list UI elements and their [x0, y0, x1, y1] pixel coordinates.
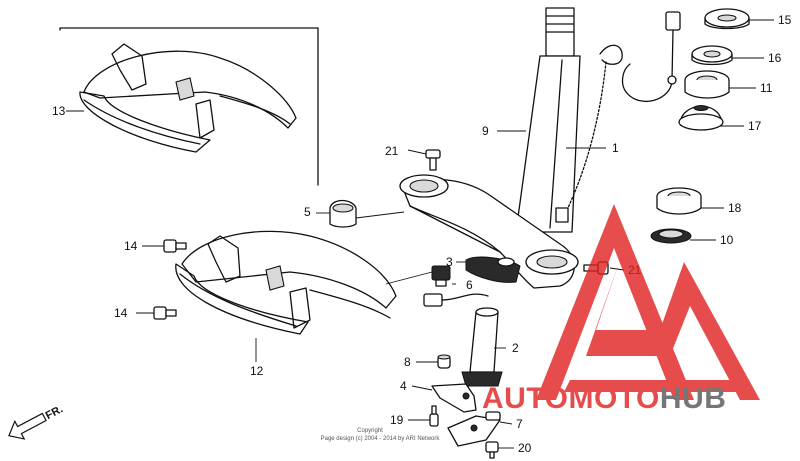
- part-9-stem-shaft: [515, 55, 581, 233]
- callout-21-upper: 21: [385, 144, 399, 158]
- part-13-upper-fender: [59, 27, 319, 186]
- part-17-dust-seal: [678, 105, 724, 131]
- copyright-line-2: Page design (c) 2004 - 2014 by ARI Netwo…: [321, 436, 441, 442]
- callout-11: 11: [760, 81, 773, 95]
- part-5-clamp: [329, 199, 357, 228]
- part-19-bolt: [429, 405, 439, 427]
- callout-5: 5: [304, 205, 311, 219]
- part-10-seal: [650, 228, 692, 244]
- part-20-bolt: [485, 441, 499, 459]
- part-13-bracket-line: [59, 27, 319, 186]
- copyright-line-1: Copyright: [357, 428, 383, 434]
- watermark-base-bar: [564, 380, 746, 392]
- part-18-bearing: [656, 187, 702, 215]
- watermark-word-hub: HUB: [660, 382, 727, 415]
- front-arrow-icon: [8, 412, 47, 440]
- part-6-grommet: [431, 265, 451, 287]
- horn-wire-connector: [665, 11, 681, 31]
- part-12-fender: [175, 230, 397, 335]
- part-1-wire-run: [565, 61, 607, 213]
- part-2-sensor: [423, 293, 503, 387]
- part-15-lock-washer: [704, 8, 750, 30]
- callout-4: 4: [400, 379, 407, 393]
- callout-10: 10: [720, 233, 734, 247]
- part-13-fender-rim: [79, 91, 211, 153]
- watermark-triangle-right: [586, 260, 760, 400]
- callout-13: 13: [52, 104, 66, 118]
- part-13-rim-inner: [83, 99, 201, 145]
- horn-wire: [621, 11, 681, 102]
- callout-15: 15: [778, 13, 792, 27]
- copyright-notice: Copyright Page design (c) 2004 - 2014 by…: [321, 428, 441, 442]
- front-direction-indicator: FR.: [8, 403, 65, 440]
- part-12-fender-rim: [175, 263, 309, 335]
- part-8-collar: [437, 354, 451, 369]
- callout-12: 12: [250, 364, 264, 378]
- part-13-crease: [219, 95, 291, 125]
- part-12-left-stay: [207, 235, 241, 283]
- callout-1: 1: [612, 141, 619, 155]
- part-12-crease: [309, 289, 391, 319]
- part-13-left-stay: [111, 43, 147, 91]
- part-12-right-stay: [289, 287, 311, 329]
- part-1-connector-loop: [599, 44, 623, 65]
- part-13-right-stay: [195, 99, 215, 139]
- callout-14-lower: 14: [114, 306, 128, 320]
- callout-7: 7: [516, 417, 523, 431]
- part-21-bolt-upper: [425, 149, 441, 171]
- watermark-word-auto: AUTO: [482, 382, 568, 415]
- part-14-bolt-upper: [163, 239, 187, 253]
- part-13-clip: [175, 77, 195, 101]
- watermark-word-moto: MOTO: [568, 382, 659, 415]
- callout-8: 8: [404, 355, 411, 369]
- callout-6: 6: [466, 278, 473, 292]
- part-1-wire-plug: [555, 207, 569, 223]
- svg-text:AUTOMOTOHUB: AUTOMOTOHUB: [482, 382, 726, 415]
- leader-lines: [66, 19, 774, 449]
- callout-3: 3: [446, 255, 453, 269]
- front-direction-label: FR.: [44, 403, 65, 422]
- callout-19: 19: [390, 413, 404, 427]
- callout-17: 17: [748, 119, 762, 133]
- part-11-bearing-race: [684, 70, 730, 99]
- callout-9: 9: [482, 124, 489, 138]
- callout-20: 20: [518, 441, 532, 455]
- part-12-clip: [265, 265, 285, 291]
- automotohub-watermark: AUTOMOTOHUB: [482, 204, 760, 415]
- part-14-bolt-lower: [153, 306, 177, 320]
- callout-14-upper: 14: [124, 239, 138, 253]
- part-16-nut: [691, 45, 733, 66]
- part-12-rim-inner: [179, 273, 297, 327]
- part-3-cable-guide: [465, 256, 521, 283]
- part-7-mount-plate: [447, 411, 501, 447]
- callout-2: 2: [512, 341, 519, 355]
- part-4-bracket: [431, 383, 477, 413]
- callout-16: 16: [768, 51, 782, 65]
- callout-18: 18: [728, 201, 742, 215]
- part-1-ignition-wire: [555, 44, 623, 223]
- part-9-lower-triple-clamp: [399, 174, 579, 289]
- part-12-fender-shell: [181, 230, 397, 309]
- part-9-steering-stem: [515, 7, 581, 233]
